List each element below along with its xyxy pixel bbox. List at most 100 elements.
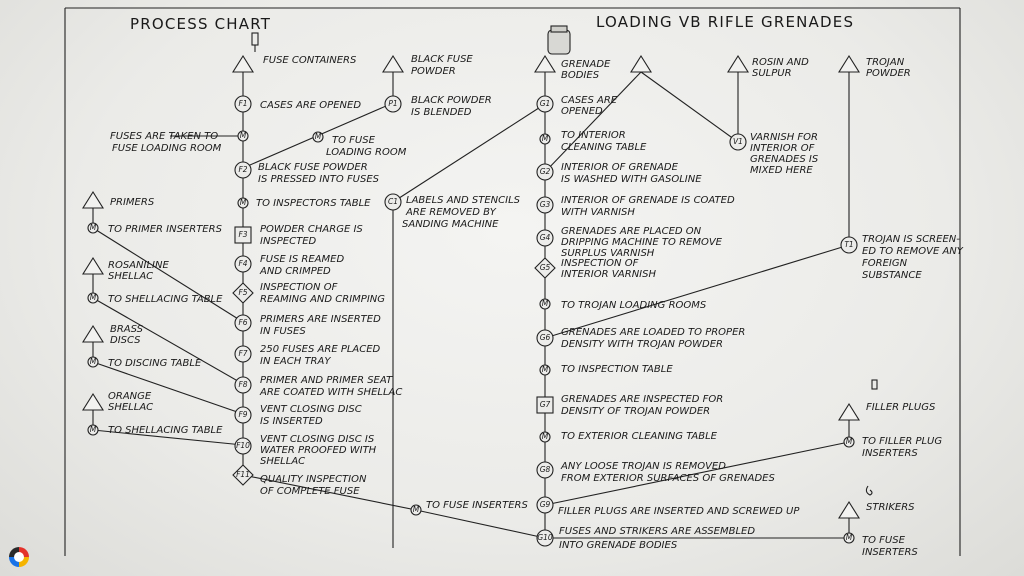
step-to-interior-cleaning: TO INTERIOR CLEANING TABLE (561, 130, 647, 153)
op-f4: F4 (234, 255, 252, 273)
step-f5: INSPECTION OF REAMING AND CRIMPING (260, 282, 385, 305)
move-fuses-taken: M (237, 130, 249, 142)
op-g4: G4 (536, 229, 554, 247)
step-g9: FILLER PLUGS ARE INSERTED AND SCREWED UP (558, 506, 800, 517)
svg-text:F4: F4 (238, 259, 247, 268)
svg-text:G10: G10 (537, 533, 553, 542)
svg-text:C1: C1 (388, 197, 398, 206)
inspect-f11: F11 (232, 464, 254, 486)
svg-text:V1: V1 (733, 137, 743, 146)
source-label-primers: PRIMERS (110, 197, 155, 208)
step-g10: FUSES AND STRIKERS ARE ASSEMBLED INTO GR… (559, 526, 758, 551)
svg-text:F1: F1 (238, 99, 247, 108)
move-to-filler-plug: M (843, 436, 855, 448)
svg-text:M: M (90, 223, 97, 232)
svg-text:F6: F6 (238, 318, 247, 327)
step-to-discing: TO DISCING TABLE (108, 358, 202, 369)
move-to-inspectors: M (237, 197, 249, 209)
svg-text:M: M (413, 505, 420, 514)
source-triangle-strikers (838, 500, 860, 519)
step-g5: INSPECTION OF INTERIOR VARNISH (561, 258, 656, 280)
step-f3: POWDER CHARGE IS INSPECTED (260, 224, 366, 247)
step-to-trojan-loading: TO TROJAN LOADING ROOMS (561, 300, 707, 311)
step-to-fuse-inserters-mid: TO FUSE INSERTERS (426, 500, 528, 511)
svg-text:F7: F7 (238, 349, 247, 358)
op-c1: C1 (384, 193, 402, 211)
op-g6: G6 (536, 329, 554, 347)
op-g2: G2 (536, 163, 554, 181)
source-triangle-grenade-bodies (534, 54, 556, 73)
svg-text:F3: F3 (238, 230, 247, 239)
step-to-exterior-cleaning: TO EXTERIOR CLEANING TABLE (561, 431, 718, 442)
move-to-fuse-loading: M (312, 131, 324, 143)
move-to-exterior-cleaning: M (539, 431, 551, 443)
svg-text:F5: F5 (238, 288, 247, 297)
step-f2: BLACK FUSE POWDER IS PRESSED INTO FUSES (258, 162, 380, 185)
op-f7: F7 (234, 345, 252, 363)
source-label-black-fuse-powder: BLACK FUSE POWDER (411, 54, 476, 77)
step-to-fuse-inserters-right: TO FUSE INSERTERS (862, 535, 918, 558)
op-f8: F8 (234, 376, 252, 394)
svg-text:M: M (846, 533, 853, 542)
step-fuses-taken: FUSES ARE TAKEN TO FUSE LOADING ROOM (110, 131, 222, 154)
inspect-f3: F3 (234, 226, 252, 244)
op-f10: F10 (234, 437, 252, 455)
step-v1: VARNISH FOR INTERIOR OF GRENADES IS MIXE… (750, 132, 821, 176)
filler-plug-sketch (871, 379, 878, 390)
op-f6: F6 (234, 314, 252, 332)
step-g3: INTERIOR OF GRENADE IS COATED WITH VARNI… (561, 195, 738, 218)
step-f6: PRIMERS ARE INSERTED IN FUSES (260, 314, 384, 337)
svg-text:G3: G3 (540, 200, 551, 209)
svg-text:M: M (542, 432, 549, 441)
move-to-inspection-table: M (539, 364, 551, 376)
svg-text:M: M (90, 293, 97, 302)
step-f4: FUSE IS REAMED AND CRIMPED (259, 254, 347, 277)
inspect-g5: G5 (534, 257, 556, 279)
svg-text:G7: G7 (540, 400, 551, 409)
source-triangle-brass-discs (82, 324, 104, 343)
svg-text:G4: G4 (540, 233, 551, 242)
svg-text:M: M (240, 198, 247, 207)
source-label-rosin-sulpur: ROSIN AND SULPUR (752, 57, 812, 79)
source-triangle-black-fuse-powder (382, 54, 404, 73)
svg-text:T1: T1 (844, 240, 853, 249)
svg-text:F2: F2 (238, 165, 247, 174)
striker-sketch (865, 485, 873, 496)
move-to-shellacing-1: M (87, 292, 99, 304)
svg-text:G6: G6 (540, 333, 551, 342)
move-to-discing: M (87, 356, 99, 368)
svg-text:M: M (542, 299, 549, 308)
move-to-fuse-inserters-mid: M (410, 504, 422, 516)
op-g1: G1 (536, 95, 554, 113)
op-p1: P1 (384, 95, 402, 113)
step-to-fuse-loading: TO FUSE LOADING ROOM (326, 135, 407, 158)
source-label-trojan-powder: TROJAN POWDER (866, 57, 911, 79)
op-g10: G10 (536, 529, 554, 547)
source-triangle-primers (82, 190, 104, 209)
step-g2: INTERIOR OF GRENADE IS WASHED WITH GASOL… (561, 162, 702, 185)
source-triangle-varnish-ingredient (630, 54, 652, 73)
source-triangle-fuse-containers (232, 54, 254, 73)
svg-text:M: M (240, 131, 247, 140)
svg-text:G2: G2 (540, 167, 551, 176)
grenade-sketch (547, 25, 571, 55)
svg-text:P1: P1 (388, 99, 397, 108)
title-right: LOADING VB RIFLE GRENADES (596, 13, 854, 31)
step-f8: PRIMER AND PRIMER SEAT ARE COATED WITH S… (259, 375, 402, 398)
step-g4: GRENADES ARE PLACED ON DRIPPING MACHINE … (561, 226, 725, 259)
source-label-rosaniline: ROSANILINE SHELLAC (108, 260, 172, 282)
source-triangle-rosaniline (82, 256, 104, 275)
op-g3: G3 (536, 196, 554, 214)
svg-text:M: M (542, 365, 549, 374)
svg-text:F8: F8 (238, 380, 247, 389)
source-label-fuse-containers: FUSE CONTAINERS (263, 55, 357, 66)
inspect-g7: G7 (536, 396, 554, 414)
step-c1: LABELS AND STENCILS ARE REMOVED BY SANDI… (402, 195, 523, 230)
step-f7: 250 FUSES ARE PLACED IN EACH TRAY (260, 344, 383, 367)
step-g7: GRENADES ARE INSPECTED FOR DENSITY OF TR… (561, 394, 726, 417)
op-t1: T1 (840, 236, 858, 254)
step-f10: VENT CLOSING DISC IS WATER PROOFED WITH … (260, 434, 379, 467)
svg-text:G1: G1 (540, 99, 551, 108)
svg-text:G8: G8 (540, 465, 551, 474)
